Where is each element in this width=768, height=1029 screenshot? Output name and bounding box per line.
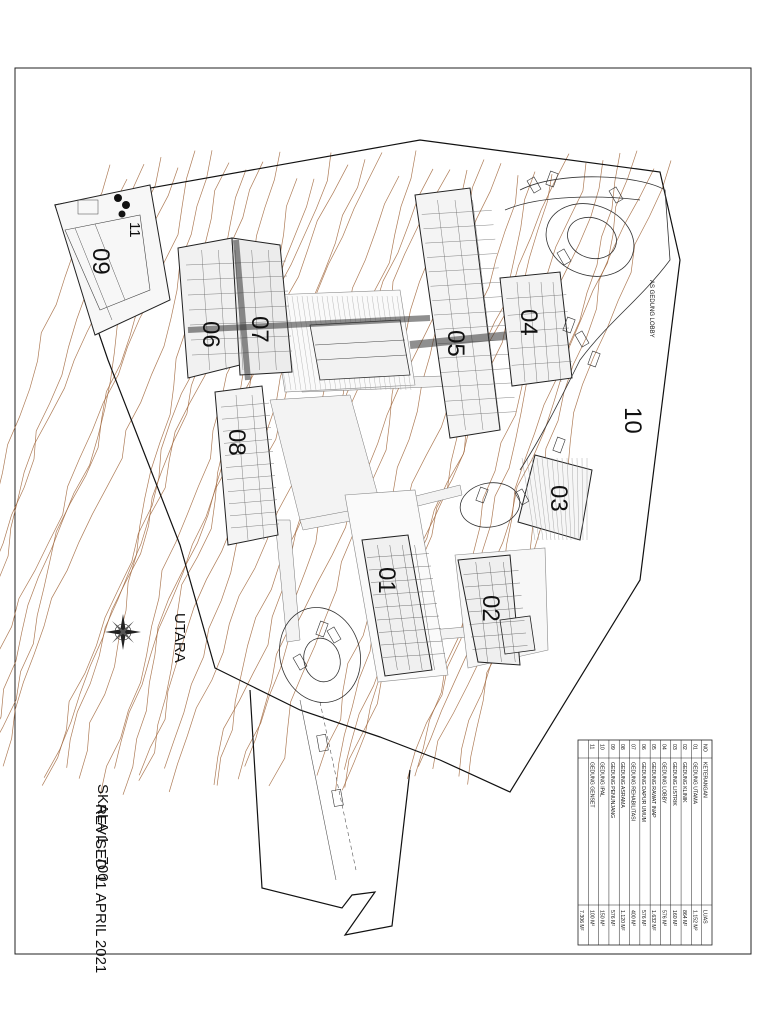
north-arrow-icon — [105, 614, 141, 650]
legend-row-no: 04 — [660, 744, 666, 750]
car-icon — [315, 620, 329, 638]
legend-row-no: 05 — [650, 744, 656, 750]
building-label-09: 09 — [87, 248, 114, 275]
building-09 — [54, 184, 171, 336]
legend-header-area: LUAS — [702, 910, 708, 924]
building-02 — [454, 547, 549, 669]
building-label-08: 08 — [223, 429, 250, 456]
parked-cars — [292, 170, 624, 671]
legend-row-no: 02 — [681, 744, 687, 750]
legend-row-no: 01 — [691, 744, 697, 750]
legend-row-name: GEDUNG RAWAT INAP — [650, 762, 656, 818]
site-boundary — [54, 139, 681, 793]
car-icon — [545, 170, 559, 188]
car-icon — [552, 436, 566, 454]
building-label-02: 02 — [477, 595, 504, 622]
building-label-03: 03 — [545, 485, 572, 512]
building-04 — [499, 271, 573, 387]
building-label-07: 07 — [246, 316, 273, 343]
legend-row-area: 1.120 M² — [619, 910, 625, 931]
building-06-07 — [177, 237, 431, 381]
north-label: UTARA — [171, 613, 188, 663]
legend-row-area: 1.152 M² — [691, 910, 697, 931]
legend-header-name: KETERANGAN — [702, 762, 708, 798]
legend-row-area: 864 M² — [681, 910, 687, 926]
legend-row-area: 576 M² — [640, 910, 646, 926]
legend-row-area: 400 M² — [630, 910, 636, 926]
legend-row-name: GEDUNG PENUNJANG — [609, 762, 615, 818]
car-icon — [587, 350, 601, 368]
legend-row-no: 11 — [588, 744, 594, 749]
revised-text: REVISED 11 APRIL 2021 — [92, 804, 109, 973]
legend-total: 7.306 M² — [578, 910, 584, 931]
legend-row-no: 07 — [630, 744, 636, 750]
legend-row-area: 1.632 M² — [650, 910, 656, 931]
building-label-04: 04 — [515, 309, 542, 336]
legend-row-area: 160 M² — [671, 910, 677, 926]
central-canopy — [309, 319, 411, 381]
legend-row-no: 08 — [619, 744, 625, 750]
car-icon — [556, 248, 572, 266]
building-label-06: 06 — [197, 321, 224, 348]
legend-row-area: 100 M² — [588, 910, 594, 926]
legend-row-area: 576 M² — [609, 910, 615, 926]
building-label-01: 01 — [373, 567, 400, 594]
car-icon — [326, 626, 342, 644]
building-03 — [517, 454, 593, 541]
legend-row-name: GEDUNG UTAMA — [691, 762, 697, 805]
legend-row-no: 06 — [640, 744, 646, 750]
legend-row-name: GEDUNG DAPUR UMUM — [640, 762, 646, 822]
building-label-11: 11 — [126, 222, 143, 238]
legend-row-name: GEDUNG IPAL — [599, 762, 605, 797]
car-icon — [574, 330, 590, 348]
building-05 — [409, 187, 517, 439]
legend-row-name: GEDUNG LISTRIK — [671, 762, 677, 806]
legend-row-name: GEDUNG ASRAMA — [619, 762, 625, 808]
car-icon — [475, 486, 489, 504]
legend-row-name: GEDUNG LOBBY — [660, 762, 666, 804]
entrance-road — [249, 689, 411, 936]
building-label-10: 10 — [619, 407, 646, 434]
legend-row-name: GEDUNG KLINIK — [681, 762, 687, 803]
legend-row-name: GEDUNG GENSET — [588, 762, 594, 808]
legend-row-area: 576 M² — [660, 910, 666, 926]
building-label-05: 05 — [442, 330, 469, 357]
car-icon — [526, 176, 542, 194]
roundabouts — [279, 176, 671, 703]
car-icon — [562, 316, 576, 334]
legend-row-area: 150 M² — [599, 910, 605, 926]
scale-text: SKALA 1 : 700 — [94, 784, 111, 882]
car-icon — [608, 186, 624, 204]
legend-row-no: 03 — [671, 744, 677, 750]
legend-row-no: 10 — [599, 744, 605, 750]
legend-header-no: NO — [702, 744, 708, 752]
legend-row-no: 09 — [609, 744, 615, 750]
car-icon — [514, 488, 530, 506]
legend-row-name: GEDUNG REHABILITASI — [630, 762, 636, 821]
road-label: AS GEDUNG LOBBY — [648, 280, 654, 338]
car-icon — [292, 653, 308, 671]
building-01 — [344, 489, 449, 683]
building-08 — [214, 385, 280, 546]
